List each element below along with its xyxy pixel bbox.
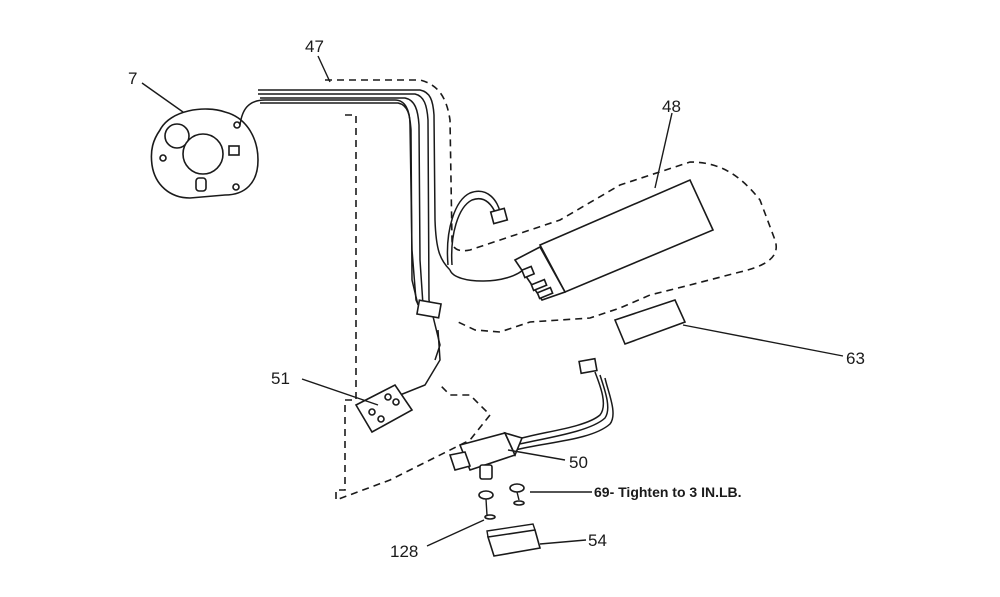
module-48: [513, 178, 715, 301]
leader-128: [426, 519, 485, 547]
housing-outline-left: [335, 114, 492, 502]
callout-7: 7: [128, 69, 137, 88]
wire-harness-47: [239, 89, 526, 396]
callout-50: 50: [569, 453, 588, 472]
bracket-54: [486, 523, 542, 557]
leader-48: [654, 112, 673, 189]
washer-128: [484, 514, 496, 520]
callout-48: 48: [662, 97, 681, 116]
switch-50: [448, 357, 614, 480]
leader-7: [141, 82, 184, 113]
screws-69: [478, 483, 525, 516]
plate-51: [354, 383, 414, 434]
leader-47: [317, 55, 331, 83]
callout-69: 69- Tighten to 3 IN.LB.: [594, 484, 742, 500]
callout-54: 54: [588, 531, 607, 550]
leader-51: [301, 378, 379, 406]
callout-63: 63: [846, 349, 865, 368]
callout-51: 51: [271, 369, 290, 388]
leader-50: [507, 449, 566, 461]
pad-63: [613, 299, 687, 346]
plate-7: [150, 108, 259, 199]
leader-54: [539, 539, 587, 545]
callout-128: 128: [390, 542, 418, 561]
callout-47: 47: [305, 37, 324, 56]
leader-63: [682, 324, 844, 357]
